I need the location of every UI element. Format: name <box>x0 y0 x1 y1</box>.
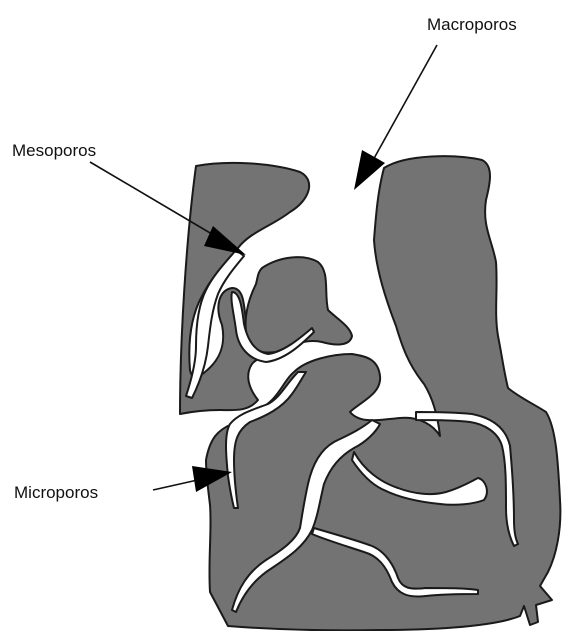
label-mesoporos: Mesoporos <box>12 141 96 160</box>
label-macroporos: Macroporos <box>427 15 517 34</box>
macropore-arrow-line <box>372 45 437 162</box>
label-microporos: Microporos <box>14 483 98 502</box>
